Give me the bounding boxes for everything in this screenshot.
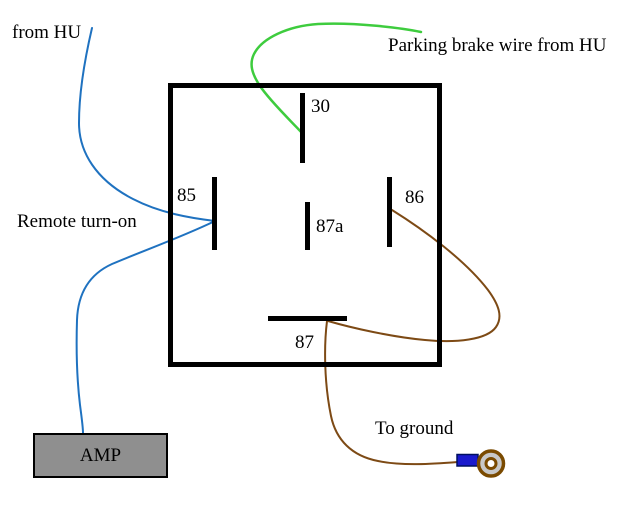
- pin-86-label: 86: [405, 187, 424, 208]
- pin-87-label: 87: [295, 332, 314, 353]
- relay-pin-87a: [305, 202, 310, 250]
- wire-pin86-to-pin87: [327, 209, 501, 343]
- to-ground-label: To ground: [375, 418, 454, 439]
- wire-pin87-to-ground: [324, 320, 459, 466]
- terminal-hole: [484, 457, 498, 470]
- relay-pin-30: [300, 93, 305, 163]
- relay-outline: [168, 83, 442, 367]
- ring-terminal: [456, 449, 506, 478]
- from-hu-label: from HU: [12, 22, 82, 43]
- pin-30-label: 30: [311, 96, 330, 117]
- terminal-crimp: [456, 453, 479, 467]
- remote-turn-on-label: Remote turn-on: [17, 211, 137, 232]
- amp-box: AMP: [33, 433, 168, 478]
- parking-brake-label: Parking brake wire from HU: [388, 35, 607, 56]
- relay-pin-87: [268, 316, 347, 321]
- wire-from-hu-to-pin85: [77, 27, 216, 222]
- wire-pin85-to-amp: [75, 220, 216, 434]
- pin-87a-label: 87a: [316, 216, 344, 237]
- wire-parking-brake-to-pin30: [250, 22, 423, 135]
- amp-label: AMP: [79, 445, 122, 466]
- pin-85-label: 85: [177, 185, 196, 206]
- relay-pin-85: [212, 177, 217, 250]
- relay-pin-86: [387, 177, 392, 247]
